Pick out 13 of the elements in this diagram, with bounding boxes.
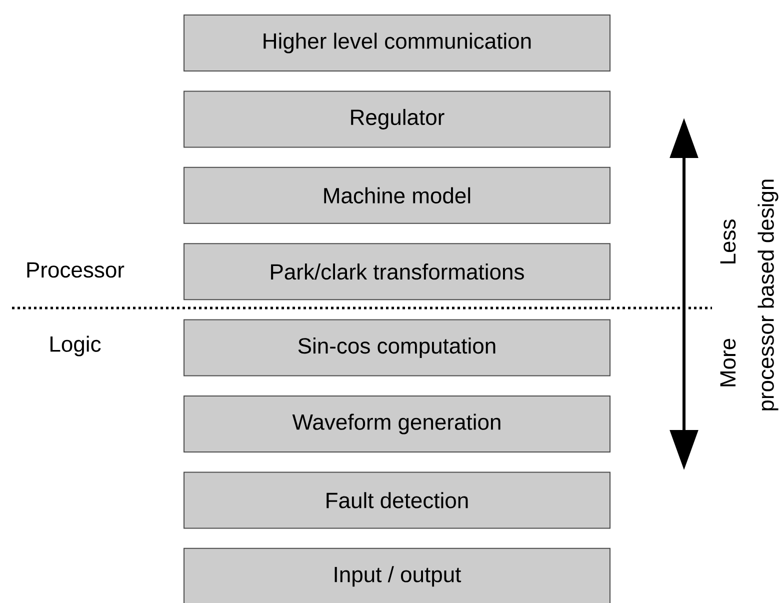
side-label: Processor [27, 262, 124, 278]
layer-box: Regulator [184, 90, 610, 148]
layer-box: Park/clark transformations [184, 243, 610, 300]
side-label: Logic [50, 336, 101, 356]
side-label: More [720, 338, 736, 386]
layer-box: Fault detection [184, 472, 610, 529]
layer-box: Sin-cos computation [184, 319, 610, 376]
side-label: Less [720, 220, 736, 264]
layer-box: Higher level communication [184, 14, 610, 72]
layer-box: Machine model [184, 166, 610, 224]
layer-box: Waveform generation [184, 396, 610, 452]
side-label: processor based design [758, 180, 778, 410]
layer-box: Input / output [184, 548, 610, 603]
